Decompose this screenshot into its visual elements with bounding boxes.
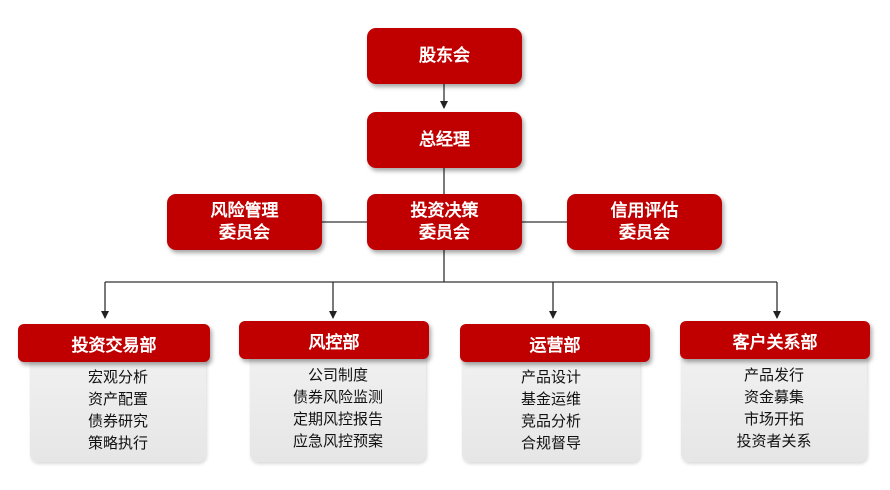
shareholders-box: 股东会 xyxy=(367,28,522,84)
department-item: 策略执行 xyxy=(87,434,148,452)
department-header-risk-control: 风控部 xyxy=(239,321,429,359)
risk-committee-line-1: 风险管理 xyxy=(210,201,279,221)
department-header-trading: 投资交易部 xyxy=(18,324,210,362)
credit-committee-line-2: 委员会 xyxy=(619,223,670,243)
department-header-client-relations: 客户关系部 xyxy=(680,321,870,359)
department-item: 定期风控报告 xyxy=(292,410,383,428)
general-manager-label: 总经理 xyxy=(419,130,470,150)
general-manager-box: 总经理 xyxy=(367,112,522,168)
department-item: 资产配置 xyxy=(87,390,148,408)
department-item: 债券风险监测 xyxy=(292,388,383,406)
department-item: 合规督导 xyxy=(520,434,581,452)
department-item: 宏观分析 xyxy=(87,368,148,386)
department-header-operations: 运营部 xyxy=(460,324,650,362)
department-item: 债券研究 xyxy=(87,412,148,430)
department-item: 竞品分析 xyxy=(520,412,581,430)
department-title: 运营部 xyxy=(529,335,581,356)
risk-committee-line-2: 委员会 xyxy=(219,223,270,243)
shareholders-label: 股东会 xyxy=(419,46,470,66)
department-title: 客户关系部 xyxy=(732,332,818,353)
department-title: 风控部 xyxy=(308,332,360,353)
department-item: 应急风控预案 xyxy=(292,432,383,450)
credit-committee-line-1: 信用评估 xyxy=(610,201,679,221)
investment-committee-box: 投资决策 委员会 xyxy=(367,194,522,250)
department-item: 投资者关系 xyxy=(736,432,812,450)
department-item: 资金募集 xyxy=(743,388,804,406)
investment-committee-line-2: 委员会 xyxy=(419,223,470,243)
risk-committee-box: 风险管理 委员会 xyxy=(167,194,322,250)
department-item: 产品设计 xyxy=(520,368,581,386)
department-item: 市场开拓 xyxy=(743,410,804,428)
department-item: 产品发行 xyxy=(743,366,804,384)
department-item: 基金运维 xyxy=(520,390,581,408)
investment-committee-line-1: 投资决策 xyxy=(410,201,479,221)
department-item: 公司制度 xyxy=(307,366,368,384)
credit-committee-box: 信用评估 委员会 xyxy=(567,194,722,250)
department-title: 投资交易部 xyxy=(71,335,157,356)
